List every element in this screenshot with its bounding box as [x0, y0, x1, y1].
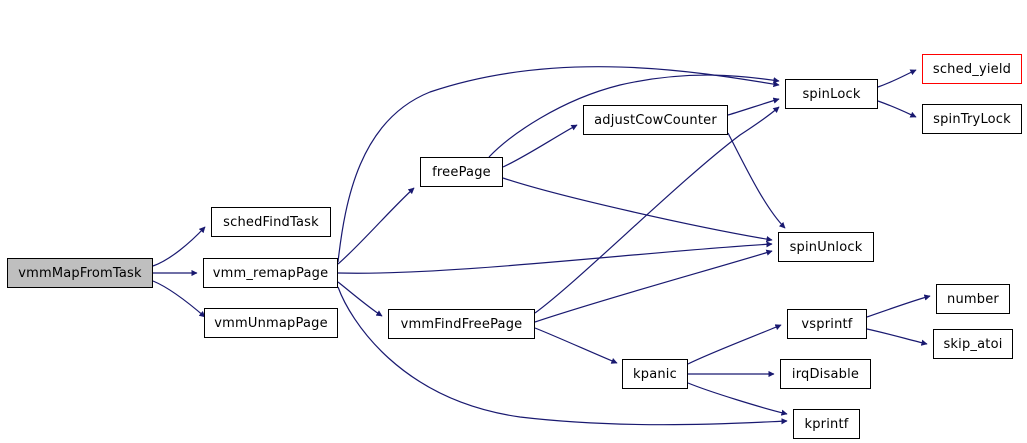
graph-node-sched_yield[interactable]: sched_yield: [922, 54, 1022, 84]
graph-node-label: vmm_remapPage: [212, 265, 329, 281]
graph-edges: [152, 66, 931, 426]
graph-edge-kpanic-to-vsprintf: [687, 324, 782, 365]
graph-node-label: spinTryLock: [933, 111, 1011, 127]
graph-node-label: spinLock: [802, 86, 861, 102]
graph-node-label: skip_atoi: [943, 336, 1003, 352]
graph-node-label: sched_yield: [932, 61, 1012, 77]
graph-edge-adjustCowCounter-to-spinLock: [727, 97, 780, 116]
graph-edge-kpanic-to-kprintf: [687, 382, 788, 416]
graph-node-freePage[interactable]: freePage: [420, 157, 503, 187]
graph-edge-vmmMapFromTask-to-vmmUnmapPage: [152, 280, 206, 318]
graph-edge-freePage-to-spinLock: [488, 74, 780, 158]
graph-edge-vmmMapFromTask-to-schedFindTask: [152, 226, 206, 267]
graph-node-label: number: [947, 291, 999, 307]
graph-edge-vmm_remapPage-to-spinLock: [337, 66, 780, 263]
graph-edge-vmm_remapPage-to-freePage: [337, 187, 415, 265]
graph-node-label: kpanic: [633, 366, 677, 382]
graph-edge-freePage-to-spinUnlock: [502, 177, 773, 243]
graph-node-vmmUnmapPage[interactable]: vmmUnmapPage: [204, 308, 338, 338]
graph-edge-vsprintf-to-number: [866, 294, 931, 318]
graph-edge-vmm_remapPage-to-vmmFindFreePage: [337, 281, 383, 317]
graph-node-adjustCowCounter[interactable]: adjustCowCounter: [583, 105, 728, 135]
graph-edge-adjustCowCounter-to-spinUnlock: [727, 132, 786, 229]
graph-node-label: irqDisable: [791, 366, 860, 382]
graph-edge-vsprintf-to-skip_atoi: [866, 328, 928, 346]
graph-node-label: spinUnlock: [789, 239, 863, 255]
graph-node-label: adjustCowCounter: [594, 112, 717, 128]
graph-node-label: vsprintf: [801, 316, 853, 332]
graph-node-schedFindTask[interactable]: schedFindTask: [211, 207, 331, 237]
graph-node-label: schedFindTask: [223, 214, 319, 230]
graph-node-vsprintf[interactable]: vsprintf: [787, 309, 867, 339]
graph-node-kpanic[interactable]: kpanic: [622, 359, 688, 389]
graph-node-label: kprintf: [804, 416, 849, 432]
graph-edge-vmmFindFreePage-to-spinUnlock: [534, 249, 773, 323]
graph-edge-freePage-to-adjustCowCounter: [502, 124, 578, 168]
graph-node-number[interactable]: number: [936, 284, 1010, 314]
graph-node-spinUnlock[interactable]: spinUnlock: [778, 232, 874, 262]
graph-node-irqDisable[interactable]: irqDisable: [780, 359, 871, 389]
graph-node-label: freePage: [432, 164, 491, 180]
graph-node-vmmFindFreePage[interactable]: vmmFindFreePage: [388, 309, 535, 339]
graph-edge-spinLock-to-sched_yield: [877, 69, 917, 88]
graph-edge-spinLock-to-spinTryLock: [877, 100, 917, 118]
graph-node-vmmMapFromTask[interactable]: vmmMapFromTask: [7, 258, 153, 288]
graph-edge-vmm_remapPage-to-spinUnlock: [337, 241, 773, 274]
graph-node-spinTryLock[interactable]: spinTryLock: [922, 104, 1022, 134]
graph-node-label: vmmMapFromTask: [18, 265, 142, 281]
graph-node-label: vmmFindFreePage: [400, 316, 523, 332]
graph-node-vmm_remapPage[interactable]: vmm_remapPage: [203, 258, 338, 288]
graph-node-label: vmmUnmapPage: [214, 315, 328, 331]
graph-edge-vmmFindFreePage-to-kpanic: [534, 327, 618, 364]
graph-node-kprintf[interactable]: kprintf: [793, 409, 860, 439]
graph-edge-vmmFindFreePage-to-spinLock: [534, 106, 780, 314]
graph-node-spinLock[interactable]: spinLock: [785, 79, 878, 109]
graph-node-skip_atoi[interactable]: skip_atoi: [933, 329, 1013, 359]
graph-edge-vmm_remapPage-to-kprintf: [337, 286, 788, 426]
